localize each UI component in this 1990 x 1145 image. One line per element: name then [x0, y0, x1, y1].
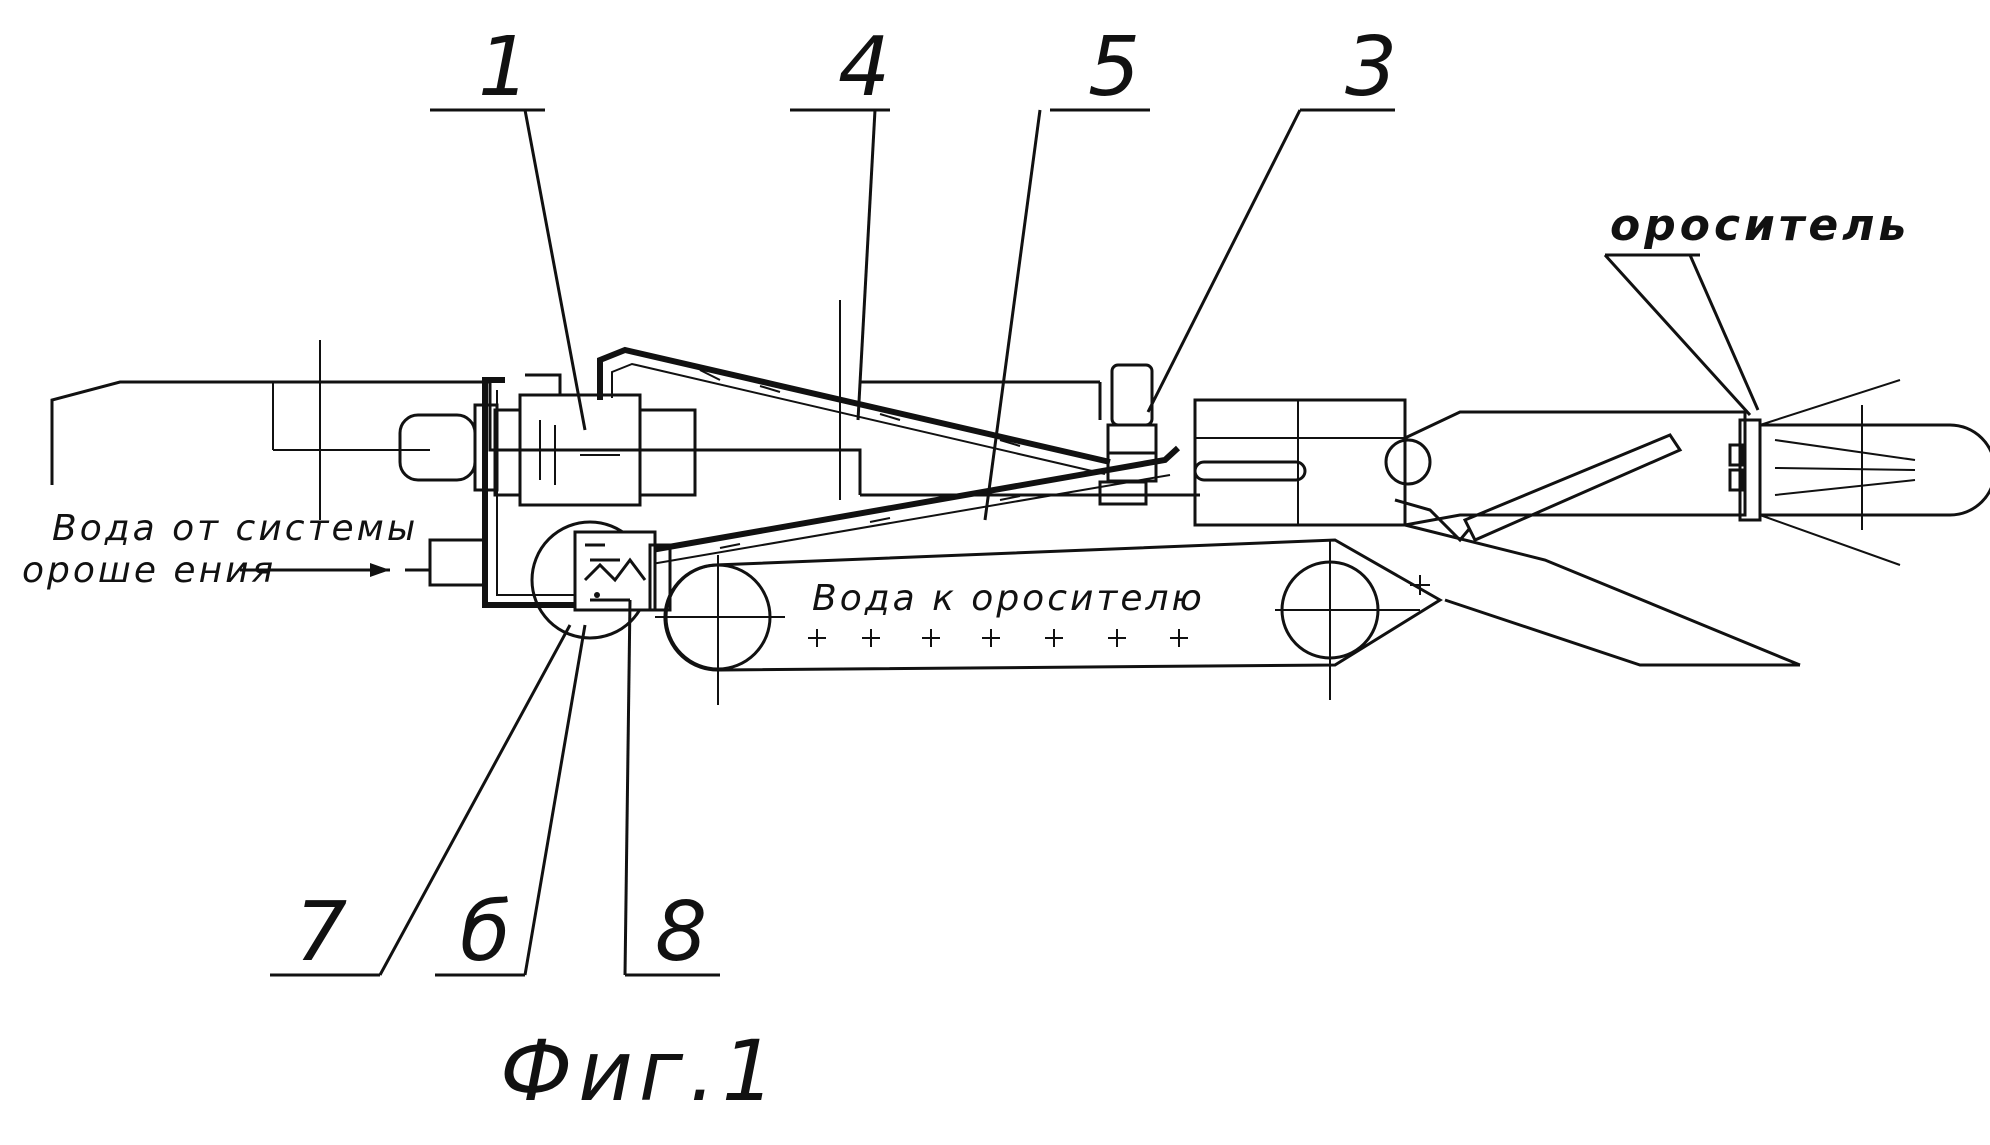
filter-unit	[532, 522, 670, 638]
crawler-track	[655, 540, 1440, 705]
callout-7: 7	[295, 885, 347, 980]
callout-4: 4	[838, 20, 890, 115]
valve-3	[1100, 365, 1156, 504]
callout-3: 3	[1345, 20, 1397, 115]
callout-5: 5	[1088, 20, 1140, 115]
boom	[1195, 380, 1990, 665]
leader-lines	[270, 110, 1758, 975]
label-water-from-system-1: Вода от системы	[52, 508, 418, 549]
figure-caption: Фиг.1	[500, 1022, 781, 1120]
callout-6: б	[460, 885, 511, 980]
label-water-to-sprinkler: Вода к оросителю	[812, 578, 1205, 619]
pipe-4	[600, 350, 1110, 474]
label-sprinkler: ороситель	[1610, 200, 1910, 251]
track-markers	[808, 629, 1188, 647]
label-water-from-system-2: ороше ения	[22, 550, 276, 591]
callout-1: 1	[478, 20, 530, 115]
callout-8: 8	[655, 885, 707, 980]
